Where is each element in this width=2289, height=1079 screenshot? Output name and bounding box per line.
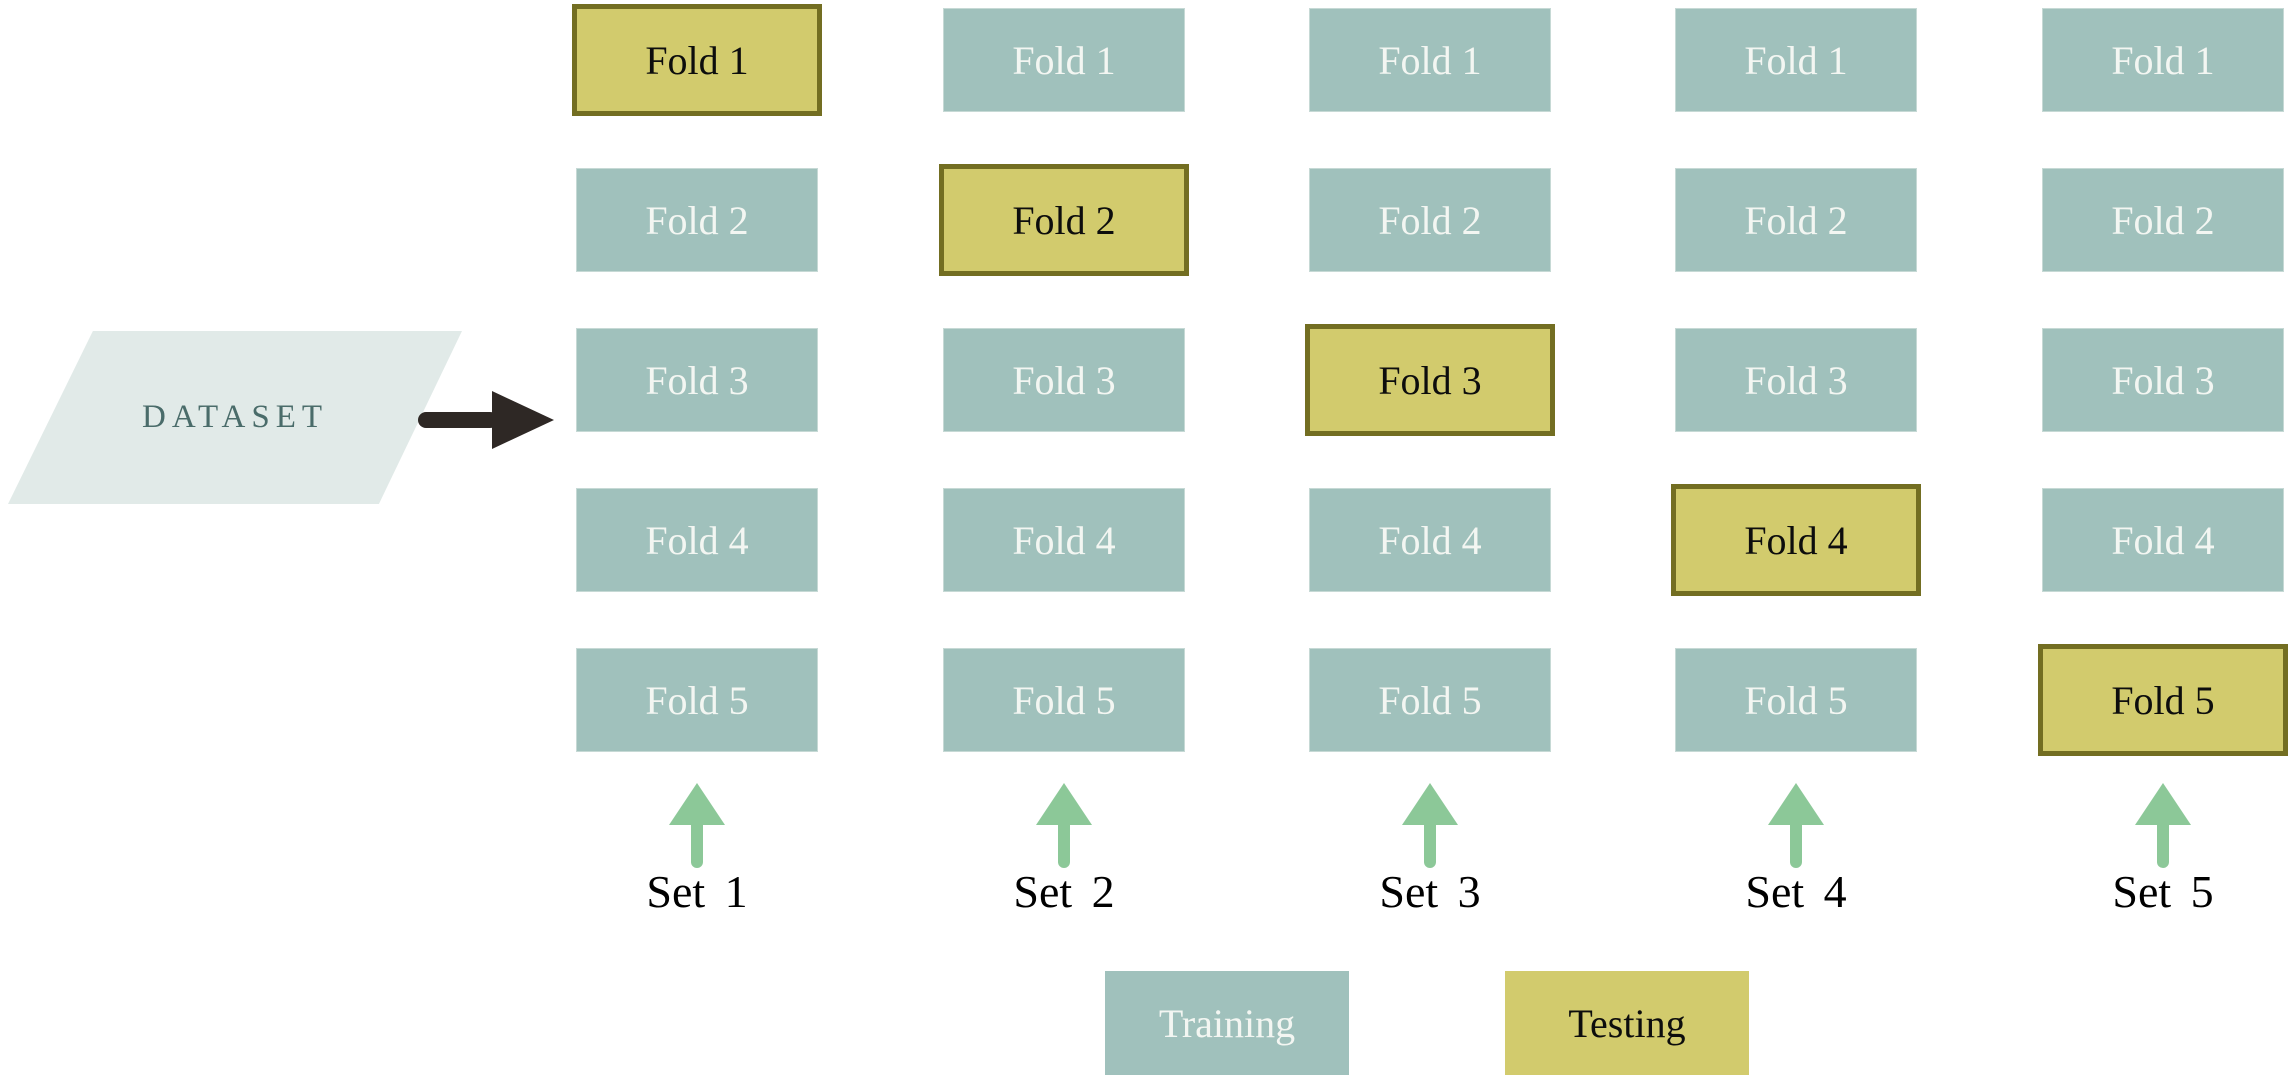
fold-box-label: Fold 5 bbox=[645, 677, 749, 723]
fold-box-training: Fold 4 bbox=[576, 488, 818, 592]
fold-box-training: Fold 4 bbox=[943, 488, 1185, 592]
fold-column-set4: Fold 1 Fold 2 Fold 3 Fold 4 Fold 5 Set 4 bbox=[1671, 0, 1921, 1079]
fold-box-label: Fold 2 bbox=[1744, 197, 1848, 243]
fold-box-training: Fold 5 bbox=[943, 648, 1185, 752]
set-label: Set 3 bbox=[1379, 866, 1481, 917]
legend-training-label: Training bbox=[1158, 1000, 1296, 1046]
fold-box-testing: Fold 1 bbox=[572, 4, 822, 116]
fold-column-set1: Fold 1 Fold 2 Fold 3 Fold 4 Fold 5 Set 1 bbox=[572, 0, 822, 1079]
fold-box-training: Fold 5 bbox=[1675, 648, 1917, 752]
fold-box-training: Fold 3 bbox=[943, 328, 1185, 432]
set-label: Set 4 bbox=[1745, 866, 1847, 917]
fold-box-label: Fold 3 bbox=[1744, 357, 1848, 403]
fold-box-label: Fold 1 bbox=[1744, 37, 1848, 83]
fold-box-label: Fold 5 bbox=[1012, 677, 1116, 723]
fold-box-training: Fold 2 bbox=[576, 168, 818, 272]
legend-training-swatch: Training bbox=[1105, 971, 1349, 1075]
set-label: Set 2 bbox=[1013, 866, 1115, 917]
fold-box-training: Fold 1 bbox=[1309, 8, 1551, 112]
set-label: Set 5 bbox=[2112, 866, 2214, 917]
fold-box-label: Fold 1 bbox=[645, 37, 749, 83]
fold-box-label: Fold 4 bbox=[645, 517, 749, 563]
fold-box-training: Fold 5 bbox=[1309, 648, 1551, 752]
fold-box-label: Fold 5 bbox=[2111, 677, 2215, 723]
fold-box-label: Fold 2 bbox=[645, 197, 749, 243]
fold-box-training: Fold 2 bbox=[1309, 168, 1551, 272]
fold-box-label: Fold 2 bbox=[2111, 197, 2215, 243]
up-arrow-icon bbox=[669, 783, 725, 868]
fold-box-label: Fold 4 bbox=[1744, 517, 1848, 563]
fold-box-label: Fold 4 bbox=[2111, 517, 2215, 563]
legend-testing-label: Testing bbox=[1568, 1000, 1686, 1046]
legend-testing-swatch: Testing bbox=[1505, 971, 1749, 1075]
fold-box-label: Fold 2 bbox=[1012, 197, 1116, 243]
up-arrow-icon bbox=[1768, 783, 1824, 868]
set-label: Set 1 bbox=[646, 866, 748, 917]
fold-box-label: Fold 3 bbox=[1012, 357, 1116, 403]
fold-box-training: Fold 3 bbox=[1675, 328, 1917, 432]
fold-box-training: Fold 2 bbox=[1675, 168, 1917, 272]
fold-box-training: Fold 5 bbox=[576, 648, 818, 752]
up-arrow-icon bbox=[2135, 783, 2191, 868]
fold-box-testing: Fold 4 bbox=[1671, 484, 1921, 596]
dataset-label: DATASET bbox=[141, 399, 329, 435]
fold-box-testing: Fold 2 bbox=[939, 164, 1189, 276]
up-arrow-icon bbox=[1036, 783, 1092, 868]
fold-box-testing: Fold 5 bbox=[2038, 644, 2288, 756]
fold-box-training: Fold 4 bbox=[2042, 488, 2284, 592]
fold-box-label: Fold 3 bbox=[1378, 357, 1482, 403]
dataset-arrow-icon bbox=[418, 391, 554, 449]
fold-box-training: Fold 1 bbox=[943, 8, 1185, 112]
fold-box-label: Fold 5 bbox=[1744, 677, 1848, 723]
fold-box-testing: Fold 3 bbox=[1305, 324, 1555, 436]
fold-box-training: Fold 1 bbox=[2042, 8, 2284, 112]
fold-box-label: Fold 2 bbox=[1378, 197, 1482, 243]
fold-box-label: Fold 1 bbox=[1012, 37, 1116, 83]
fold-box-training: Fold 1 bbox=[1675, 8, 1917, 112]
fold-box-label: Fold 1 bbox=[1378, 37, 1482, 83]
fold-box-training: Fold 3 bbox=[576, 328, 818, 432]
fold-column-set5: Fold 1 Fold 2 Fold 3 Fold 4 Fold 5 Set 5 bbox=[2038, 0, 2288, 1079]
fold-box-training: Fold 4 bbox=[1309, 488, 1551, 592]
fold-box-label: Fold 5 bbox=[1378, 677, 1482, 723]
fold-box-label: Fold 1 bbox=[2111, 37, 2215, 83]
dataset-parallelogram: DATASET bbox=[8, 331, 462, 504]
fold-column-set2: Fold 1 Fold 2 Fold 3 Fold 4 Fold 5 Set 2 bbox=[939, 0, 1189, 1079]
fold-box-label: Fold 3 bbox=[645, 357, 749, 403]
fold-column-set3: Fold 1 Fold 2 Fold 3 Fold 4 Fold 5 Set 3 bbox=[1305, 0, 1555, 1079]
fold-box-training: Fold 3 bbox=[2042, 328, 2284, 432]
fold-box-label: Fold 3 bbox=[2111, 357, 2215, 403]
fold-box-label: Fold 4 bbox=[1378, 517, 1482, 563]
fold-box-training: Fold 2 bbox=[2042, 168, 2284, 272]
up-arrow-icon bbox=[1402, 783, 1458, 868]
fold-box-label: Fold 4 bbox=[1012, 517, 1116, 563]
